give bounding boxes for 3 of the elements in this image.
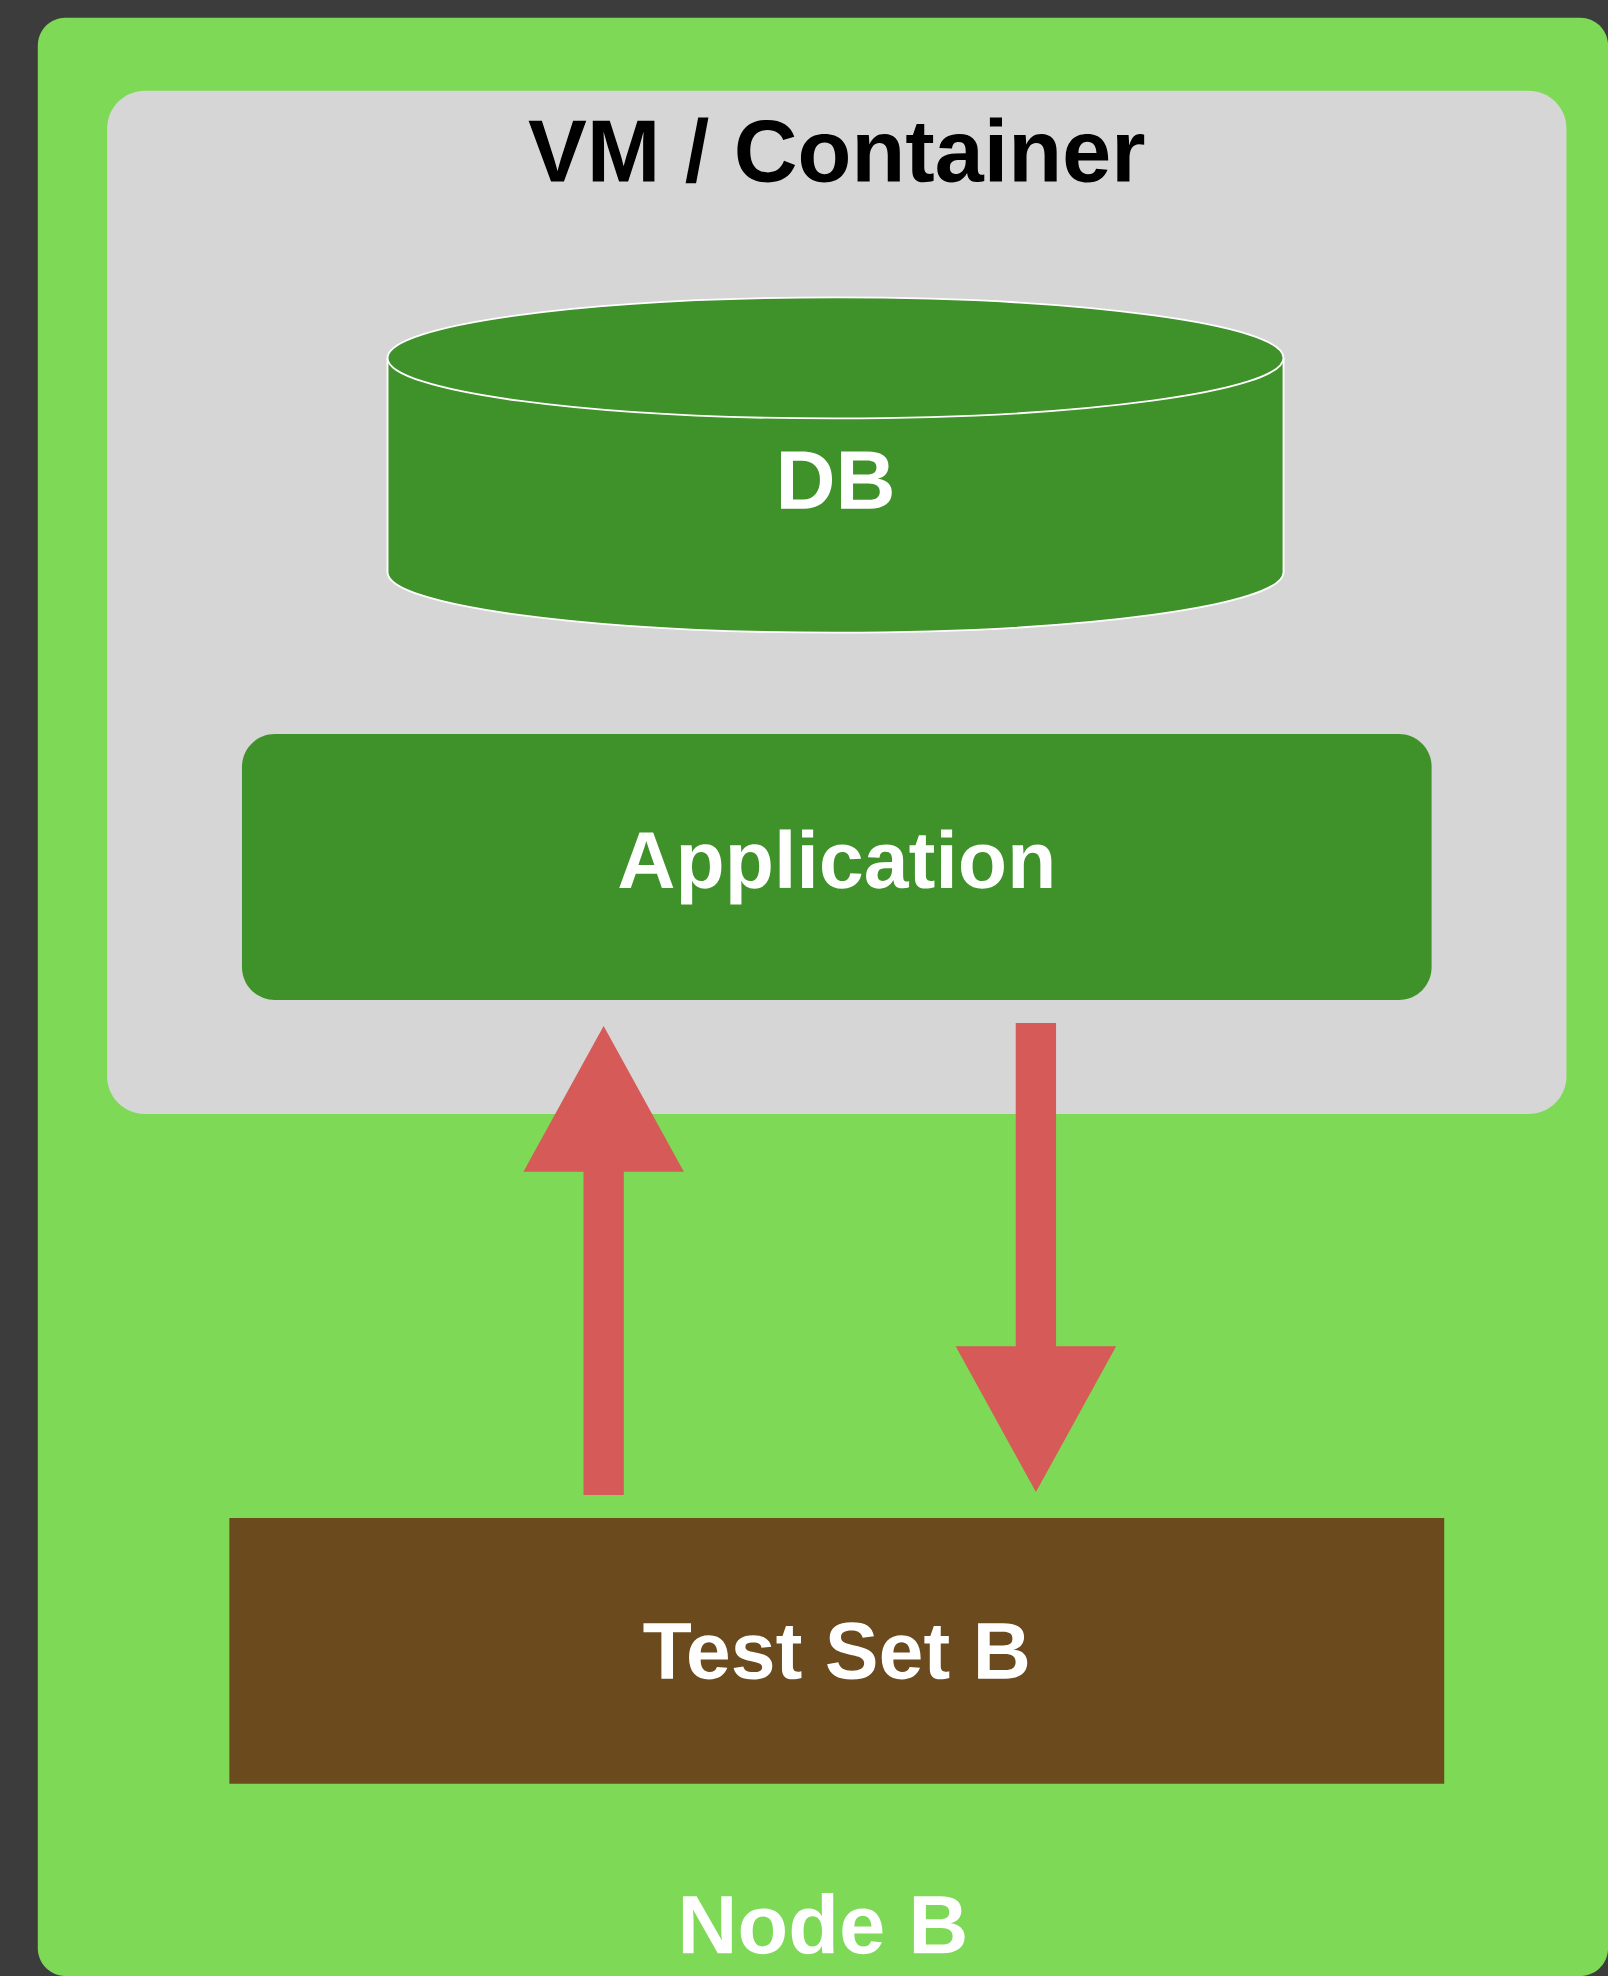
test-set-box: Test Set B xyxy=(229,1517,1445,1784)
database-cylinder: DB xyxy=(386,296,1285,634)
application-box: Application xyxy=(241,734,1432,1000)
